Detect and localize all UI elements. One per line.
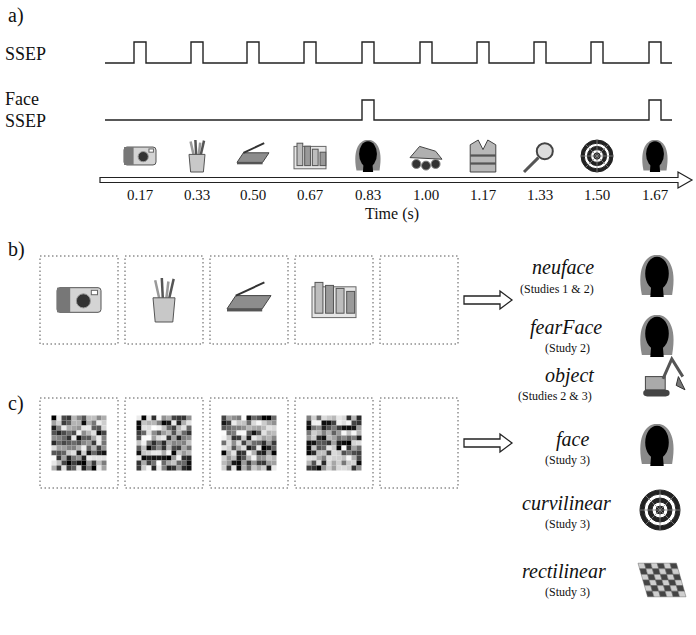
panel-letter: b): [8, 238, 25, 261]
face-shape: [359, 141, 377, 167]
time-tick: 1.50: [584, 187, 610, 204]
face-silhouette: [642, 140, 667, 172]
sequence-frame: [125, 256, 203, 344]
neck-shape: [363, 164, 373, 172]
face-shape: [645, 317, 669, 351]
noise-patch: [307, 416, 362, 471]
toy-icon: [410, 146, 442, 170]
camera-icon: [124, 147, 156, 165]
condition-name: object: [545, 364, 594, 387]
excavator-icon: [643, 359, 685, 396]
sequence-frame: [210, 256, 288, 344]
signal-traces: [105, 42, 672, 120]
dart-icon: [581, 140, 613, 172]
condition-name: curvilinear: [522, 492, 611, 515]
study-note: (Studies 2 & 3): [518, 390, 592, 404]
cutter-icon: [227, 282, 271, 311]
sequence-frame: [295, 398, 373, 488]
neck-shape: [650, 347, 663, 358]
stimulus-icons: [57, 140, 686, 597]
signal-name: Face SSEP: [5, 88, 55, 132]
sequence-frame: [40, 256, 118, 344]
vest-icon: [470, 140, 496, 172]
condition-name: fearFace: [530, 316, 602, 339]
noise-patch: [222, 416, 277, 471]
time-tick: 1.67: [642, 187, 668, 204]
face-silhouette: [640, 315, 673, 357]
study-note: (Study 3): [545, 518, 590, 532]
time-axis-arrow: [100, 172, 692, 188]
dart-icon: [640, 490, 680, 530]
sequence-frame: [380, 256, 458, 344]
face-ssep-trace: [105, 100, 672, 120]
noise-patch: [137, 416, 192, 471]
neck-shape: [650, 287, 663, 298]
study-note: (Study 3): [545, 454, 590, 468]
axis-title: Time (s): [365, 205, 419, 223]
organizer-icon: [312, 282, 356, 317]
signal-name: SSEP: [5, 44, 46, 65]
neck-shape: [650, 164, 660, 172]
study-note: (Study 3): [545, 586, 590, 600]
condition-name: rectilinear: [522, 560, 606, 583]
sequence-frame: [380, 398, 458, 488]
time-tick: 0.33: [184, 187, 210, 204]
pencils-icon: [189, 140, 205, 172]
face-shape: [645, 426, 669, 460]
racket-icon: [524, 143, 553, 172]
panel-letter: a): [8, 4, 24, 27]
time-tick: 1.17: [470, 187, 496, 204]
outcome-arrow: [464, 434, 512, 452]
organizer-icon: [294, 143, 326, 169]
sequence-frames: [40, 256, 458, 488]
time-tick: 0.50: [240, 187, 266, 204]
condition-name: neuface: [532, 256, 594, 279]
study-note: (Studies 1 & 2): [520, 283, 594, 297]
cutter-icon: [237, 143, 269, 164]
sequence-frame: [295, 256, 373, 344]
time-tick: 1.33: [527, 187, 553, 204]
time-tick: 0.17: [127, 187, 153, 204]
camera-icon: [57, 288, 101, 313]
time-tick: 0.67: [297, 187, 323, 204]
time-tick: 1.00: [413, 187, 439, 204]
panel-letter: c): [8, 392, 24, 415]
neck-shape: [650, 456, 663, 467]
face-shape: [646, 141, 664, 167]
face-silhouette: [355, 140, 380, 172]
arrows: [100, 172, 692, 452]
grid-icon: [638, 563, 686, 597]
noise-patch: [52, 416, 107, 471]
ssep-trace: [105, 42, 672, 63]
sequence-frame: [210, 398, 288, 488]
pencils-icon: [153, 278, 175, 322]
face-shape: [645, 257, 669, 291]
sequence-frame: [125, 398, 203, 488]
time-tick: 0.83: [355, 187, 381, 204]
face-silhouette: [640, 255, 673, 297]
face-silhouette: [640, 424, 673, 466]
condition-name: face: [556, 428, 589, 451]
study-note: (Study 2): [545, 342, 590, 356]
outcome-arrow: [464, 291, 512, 309]
sequence-frame: [40, 398, 118, 488]
